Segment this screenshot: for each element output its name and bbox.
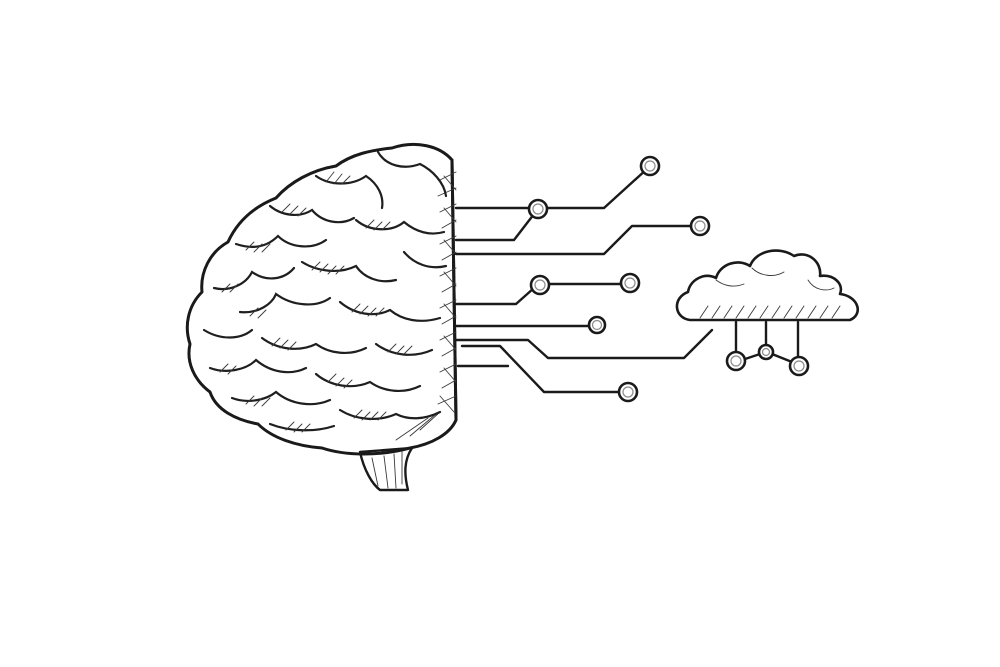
circuit-node <box>617 381 639 403</box>
circuit-trace <box>454 224 694 256</box>
cloud-node <box>757 343 775 361</box>
brain-stem <box>358 446 414 492</box>
cloud-node <box>725 350 747 372</box>
circuit-node <box>587 315 607 335</box>
cut-edge-hatching <box>395 171 457 441</box>
cloud-network-icon <box>675 249 860 377</box>
brain-shading <box>219 171 413 433</box>
brain-folds <box>202 150 448 432</box>
circuit-trace <box>454 212 536 242</box>
circuit-node <box>529 274 551 296</box>
cloud-shape <box>675 249 860 322</box>
brain-outline <box>185 142 458 456</box>
circuit-trace <box>460 344 620 394</box>
circuit-trace <box>454 286 536 306</box>
circuit-node <box>689 215 711 237</box>
circuit-node <box>527 198 549 220</box>
circuit-node <box>639 155 661 177</box>
circuit-trace <box>454 328 714 360</box>
brain-hemisphere-icon <box>185 142 458 492</box>
circuit-node <box>619 272 641 294</box>
circuit-traces-icon <box>454 155 714 403</box>
circuit-trace <box>454 166 650 210</box>
cloud-node <box>788 355 810 377</box>
